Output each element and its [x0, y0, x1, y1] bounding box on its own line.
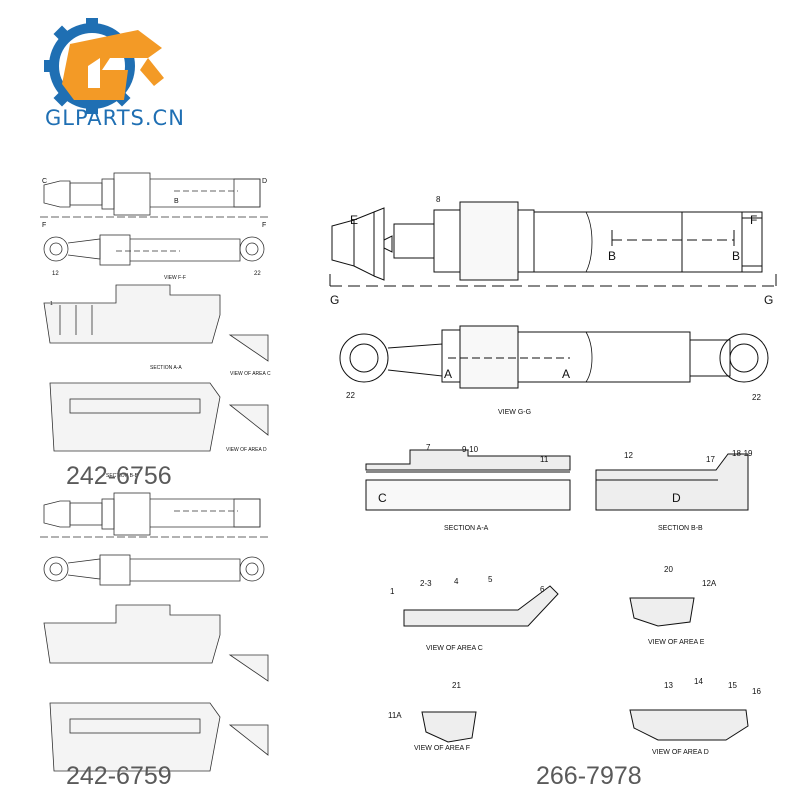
- section-letter-f: F: [750, 213, 757, 227]
- callout-11a: 11A: [388, 711, 402, 720]
- mini-cylinder-top: [43, 172, 261, 216]
- part-number-266-7978: 266-7978: [536, 762, 642, 790]
- callout-14: 14: [694, 677, 703, 686]
- mini-callout-12: 12: [52, 271, 59, 277]
- mini-letter-f-right: F: [262, 222, 266, 229]
- mini-section-bb-caption: SECTION B-B: [106, 473, 139, 479]
- callout-4: 4: [454, 577, 459, 586]
- caption-view-gg: VIEW G-G: [498, 409, 531, 416]
- main-cylinder-top: [331, 201, 763, 281]
- view-area-e-drawing: [629, 597, 695, 627]
- view-area-f-drawing: [421, 711, 477, 743]
- callout-22-right: 22: [752, 393, 761, 402]
- section-letter-b-right: B: [732, 249, 740, 263]
- callout-2-3: 2-3: [420, 579, 432, 588]
- part-number-242-6756: 242-6756: [66, 462, 172, 490]
- callout-11: 11: [540, 455, 549, 464]
- mini-callout-22: 22: [254, 271, 261, 277]
- mini-view-ff: VIEW F-F: [164, 275, 186, 281]
- main-cylinder-side: [339, 325, 769, 389]
- section-aa-drawing: [365, 449, 571, 511]
- caption-view-area-f: VIEW OF AREA F: [414, 745, 470, 752]
- section-letter-b-left: B: [608, 249, 616, 263]
- caption-view-area-e: VIEW OF AREA E: [648, 639, 705, 646]
- letter-c: C: [378, 491, 387, 505]
- mini-view-area-c: VIEW OF AREA C: [230, 371, 271, 377]
- mini-section-bb: [49, 382, 221, 452]
- callout-17: 17: [706, 455, 715, 464]
- callout-12: 12: [624, 451, 633, 460]
- mini-cylinder-side: [43, 234, 265, 266]
- mini-section-aa-caption: SECTION A-A: [150, 365, 182, 371]
- section-bb-drawing: [595, 453, 749, 511]
- callout-7: 7: [426, 443, 431, 452]
- glparts-logo: [44, 18, 164, 114]
- callout-16: 16: [752, 687, 761, 696]
- caption-view-area-c: VIEW OF AREA C: [426, 645, 483, 652]
- mini-view-area-d: VIEW OF AREA D: [226, 447, 267, 453]
- caption-section-aa: SECTION A-A: [444, 525, 489, 532]
- mini-letter-d: D: [262, 178, 267, 185]
- callout-15: 15: [728, 681, 737, 690]
- section-letter-a-right: A: [562, 367, 570, 381]
- callout-12a: 12A: [702, 579, 717, 588]
- callout-6: 6: [540, 585, 545, 594]
- section-letter-g-right: G: [764, 293, 773, 307]
- caption-section-bb: SECTION B-B: [658, 525, 703, 532]
- left-mini-sheets: C D B F F 12 22 VIEW F-F: [40, 172, 271, 772]
- main-drawing: E F B B 8 G G A A 22 22 VIEW G-G: [329, 195, 777, 756]
- view-area-d-drawing: [629, 709, 749, 741]
- letter-d: D: [672, 491, 681, 505]
- logo-text: GLPARTS.CN: [45, 106, 185, 130]
- mini-sheet-1: C D B F F 12 22 VIEW F-F: [40, 172, 271, 479]
- mini-letter-c: C: [42, 178, 47, 185]
- callout-9-10: 9-10: [462, 445, 479, 454]
- excavator-g-icon: [62, 30, 164, 100]
- callout-22-left: 22: [346, 391, 355, 400]
- mini-callouts-a: 1: [50, 301, 53, 307]
- part-number-242-6759: 242-6759: [66, 762, 172, 790]
- section-letter-a-left: A: [444, 367, 452, 381]
- callout-20: 20: [664, 565, 673, 574]
- section-letter-e: E: [350, 213, 358, 227]
- mini-letter-b: B: [174, 198, 179, 205]
- mini-detail-d: [228, 404, 269, 436]
- callout-13: 13: [664, 681, 673, 690]
- mini-section-aa: [43, 284, 221, 344]
- callout-5: 5: [488, 575, 493, 584]
- callout-18-19: 18-19: [732, 449, 753, 458]
- mini-letter-f-left: F: [42, 222, 46, 229]
- callout-21: 21: [452, 681, 461, 690]
- view-area-c-drawing: [403, 585, 559, 627]
- mini-detail-c: [228, 334, 269, 362]
- callout-1: 1: [390, 587, 395, 596]
- callout-8: 8: [436, 195, 441, 204]
- mini-sheet-2: [40, 492, 270, 772]
- caption-view-area-d: VIEW OF AREA D: [652, 749, 709, 756]
- section-letter-g-left: G: [330, 293, 339, 307]
